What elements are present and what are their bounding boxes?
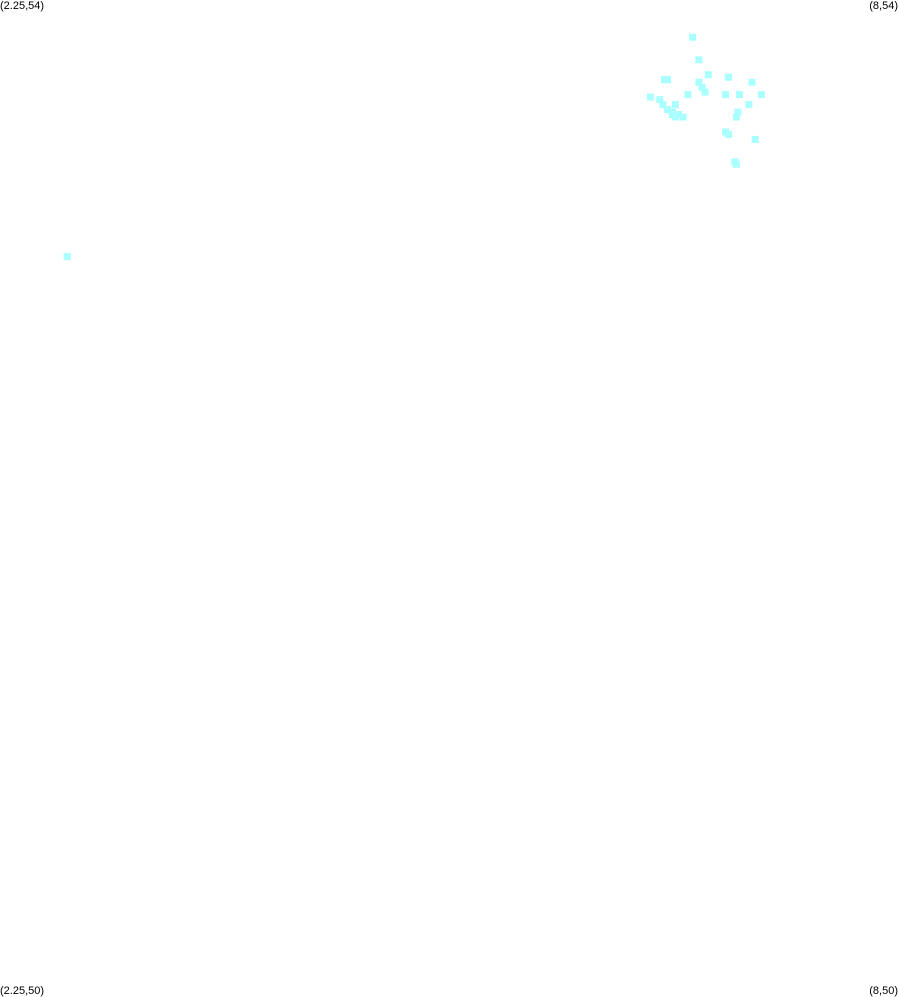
data-point [671,101,679,109]
data-point [736,91,743,99]
data-point [732,160,740,168]
data-point [722,91,729,99]
points-layer [63,33,765,260]
data-point [63,253,71,260]
data-point [664,76,672,84]
data-point [725,131,733,138]
data-point [659,101,667,109]
data-point [725,73,733,81]
data-point [695,56,703,64]
data-point [698,83,706,91]
data-point [734,108,742,116]
data-point [701,88,709,96]
data-point [646,93,654,101]
corner-label-bottom-right: (8,50) [869,985,898,997]
data-point [757,91,765,99]
data-point [751,135,759,143]
data-point [704,71,712,79]
corner-label-top-left: (2.25,54) [0,0,45,12]
data-point [748,78,756,86]
data-point [656,96,664,104]
data-point [679,113,687,121]
data-point [671,113,679,121]
data-point [732,113,740,121]
data-point [689,33,697,41]
data-point [695,78,703,86]
data-point [745,101,753,109]
data-point [684,91,692,99]
corner-label-bottom-left: (2.25,50) [0,985,45,997]
data-point [664,106,672,114]
corner-label-top-right: (8,54) [869,0,898,12]
